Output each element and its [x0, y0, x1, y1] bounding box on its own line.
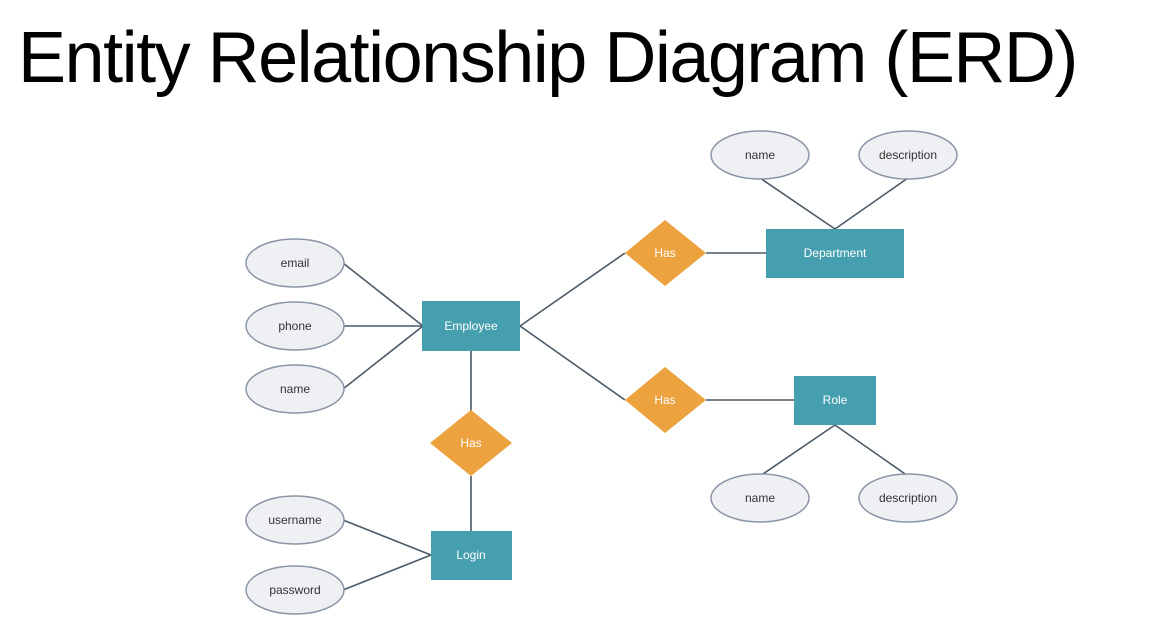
connector-lines	[342, 177, 909, 591]
connector-username-login	[342, 519, 432, 556]
connector-employee-has-role	[519, 325, 626, 401]
attribute-department-name: name	[710, 130, 810, 180]
entity-department-label: Department	[804, 246, 867, 260]
connector-employee-has-department	[519, 252, 626, 327]
attribute-role-name: name	[710, 473, 810, 523]
relationship-employee-login-label: Has	[460, 436, 481, 450]
relationship-employee-login: Has	[430, 410, 512, 476]
attribute-employee-name: name	[245, 364, 345, 414]
attribute-username: username	[245, 495, 345, 545]
attribute-email: email	[245, 238, 345, 288]
relationship-employee-department: Has	[625, 220, 706, 286]
relationship-employee-role-label: Has	[654, 393, 675, 407]
entity-login: Login	[431, 531, 512, 580]
entity-employee-label: Employee	[444, 319, 498, 333]
attribute-username-label: username	[268, 513, 322, 527]
connector-email-employee	[342, 262, 424, 327]
relationship-employee-role: Has	[625, 367, 706, 433]
attribute-phone: phone	[245, 301, 345, 351]
attribute-employee-name-label: name	[280, 382, 310, 396]
connector-dept-description	[834, 177, 909, 230]
attribute-role-name-label: name	[745, 491, 775, 505]
attribute-phone-label: phone	[278, 319, 312, 333]
relationship-employee-department-label: Has	[654, 246, 675, 260]
attribute-password: password	[245, 565, 345, 615]
attribute-role-description-label: description	[879, 491, 937, 505]
entity-employee: Employee	[422, 301, 520, 351]
connector-password-login	[342, 554, 432, 591]
attribute-role-description: description	[858, 473, 958, 523]
connector-name-employee	[342, 325, 424, 390]
entity-role-label: Role	[823, 393, 848, 407]
connector-role-description	[834, 424, 909, 477]
entity-department: Department	[766, 229, 904, 278]
connector-dept-name	[759, 177, 836, 230]
attribute-email-label: email	[281, 256, 310, 270]
attribute-department-name-label: name	[745, 148, 775, 162]
attribute-department-description-label: description	[879, 148, 937, 162]
connector-role-name	[759, 424, 836, 477]
page-title: Entity Relationship Diagram (ERD)	[18, 18, 1078, 98]
entity-login-label: Login	[456, 548, 485, 562]
attribute-password-label: password	[269, 583, 320, 597]
entity-role: Role	[794, 376, 876, 425]
attribute-department-description: description	[858, 130, 958, 180]
